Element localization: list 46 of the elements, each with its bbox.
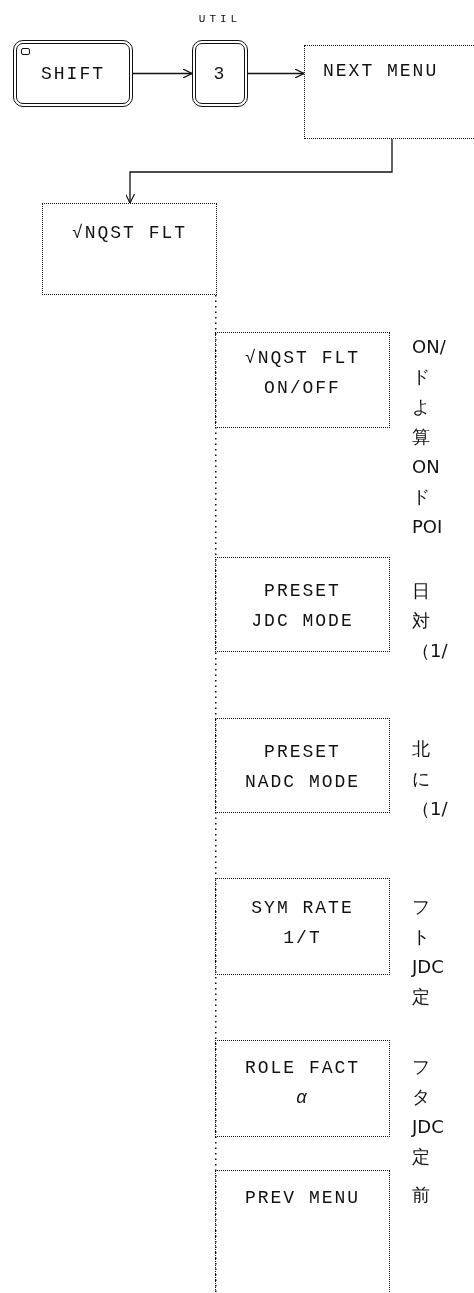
menu-label: PRESET NADC MODE xyxy=(243,741,362,794)
description-text: 北 xyxy=(412,738,430,760)
menu-label: PREV MENU xyxy=(244,1187,361,1210)
key-shift-label: UTIL xyxy=(197,12,243,27)
description-text: 定 xyxy=(412,986,430,1008)
description-text: （1/ xyxy=(412,798,448,820)
description-text: タ xyxy=(412,1086,430,1108)
menu-label: ROLE FACT α xyxy=(243,1057,362,1110)
arrow xyxy=(124,138,393,204)
menu-label: PRESET JDC MODE xyxy=(250,580,355,633)
menu-box xyxy=(215,332,390,428)
key-label: 3 xyxy=(213,62,227,86)
arrow xyxy=(132,68,193,79)
arrow xyxy=(247,68,305,79)
menu-box xyxy=(215,557,390,652)
description-text: フ xyxy=(412,896,430,918)
description-text: ON/ xyxy=(412,336,446,358)
menu-label: SYM RATE 1/T xyxy=(250,897,355,950)
menu-label: √NQST FLT ON/OFF xyxy=(243,347,362,400)
description-text: JDC xyxy=(412,1116,444,1138)
description-text: よ xyxy=(412,396,430,418)
description-text: ト xyxy=(412,926,430,948)
description-text: POI xyxy=(412,516,443,538)
menu-box xyxy=(42,203,217,295)
description-text: 前 xyxy=(412,1184,430,1206)
description-text: 日 xyxy=(412,580,430,602)
description-text: フ xyxy=(412,1056,430,1078)
menu-box xyxy=(215,1040,390,1137)
description-text: JDC xyxy=(412,956,444,978)
description-text: 算 xyxy=(412,426,430,448)
description-text: に xyxy=(412,768,430,790)
menu-box xyxy=(215,878,390,975)
description-text: 対 xyxy=(412,610,430,632)
menu-box xyxy=(304,45,474,139)
menu-label: NEXT MENU xyxy=(323,60,439,83)
description-text: ON xyxy=(412,456,440,478)
description-text: ド xyxy=(412,486,430,508)
description-text: 定 xyxy=(412,1146,430,1168)
description-text: （1/ xyxy=(412,640,448,662)
key-label: SHIFT xyxy=(41,62,105,86)
key-button xyxy=(192,40,248,107)
key-button xyxy=(13,40,133,107)
menu-box xyxy=(215,1170,390,1293)
menu-label: √NQST FLT xyxy=(71,222,188,245)
menu-box xyxy=(215,718,390,813)
description-text: ド xyxy=(412,366,430,388)
